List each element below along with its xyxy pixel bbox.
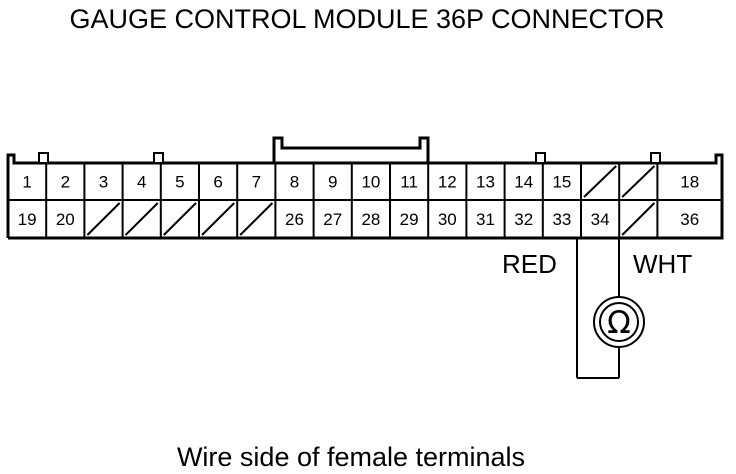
terminal-14: 14 [514, 173, 533, 192]
terminal-36: 36 [680, 210, 699, 229]
terminal-5: 5 [175, 173, 184, 192]
terminal-32: 32 [514, 210, 533, 229]
unused-cavity-mark [163, 202, 197, 236]
terminal-7: 7 [252, 173, 261, 192]
unused-cavity-mark [621, 202, 656, 236]
terminal-19: 19 [18, 210, 37, 229]
unused-cavity-mark [201, 202, 235, 236]
terminal-9: 9 [328, 173, 337, 192]
terminal-12: 12 [438, 173, 457, 192]
wire-label-white: WHT [633, 249, 692, 279]
terminal-31: 31 [476, 210, 495, 229]
terminal-13: 13 [476, 173, 495, 192]
terminal-10: 10 [361, 173, 380, 192]
terminal-3: 3 [99, 173, 108, 192]
terminal-33-probed: 33 [552, 210, 571, 229]
terminal-26: 26 [285, 210, 304, 229]
unused-cavity-mark [583, 165, 617, 198]
diagram-title: GAUGE CONTROL MODULE 36P CONNECTOR [69, 4, 664, 34]
terminal-6: 6 [213, 173, 222, 192]
probe-wires [576, 238, 620, 379]
terminal-30: 30 [438, 210, 457, 229]
housing-bump [153, 152, 164, 164]
terminal-4: 4 [137, 173, 146, 192]
terminal-11: 11 [400, 173, 418, 192]
ohmmeter-icon: Ω [593, 296, 645, 348]
terminal-34-probed: 34 [591, 210, 610, 229]
unused-cavity-mark [621, 165, 656, 198]
terminal-28: 28 [361, 210, 380, 229]
housing-bump [535, 152, 546, 164]
terminal-20: 20 [56, 210, 75, 229]
terminal-1: 1 [22, 173, 31, 192]
terminal-29: 29 [400, 210, 419, 229]
terminal-2: 2 [61, 173, 70, 192]
terminal-15: 15 [552, 173, 571, 192]
ohmmeter-outer-ring [593, 296, 645, 348]
unused-cavity-mark [124, 202, 159, 236]
housing-bump [38, 152, 49, 164]
housing-bump [650, 152, 661, 164]
terminal-8: 8 [290, 173, 299, 192]
ohmmeter-inner-ring [599, 302, 639, 342]
diagram-caption: Wire side of female terminals [177, 442, 525, 472]
ohm-symbol: Ω [607, 305, 631, 341]
unused-cavity-mark [86, 202, 121, 236]
connector-housing [6, 136, 724, 240]
connector-lock-tab [272, 136, 430, 163]
unused-cavity-mark [239, 202, 274, 236]
terminal-18: 18 [680, 173, 699, 192]
terminal-27: 27 [323, 210, 342, 229]
wire-label-red: RED [502, 249, 557, 279]
